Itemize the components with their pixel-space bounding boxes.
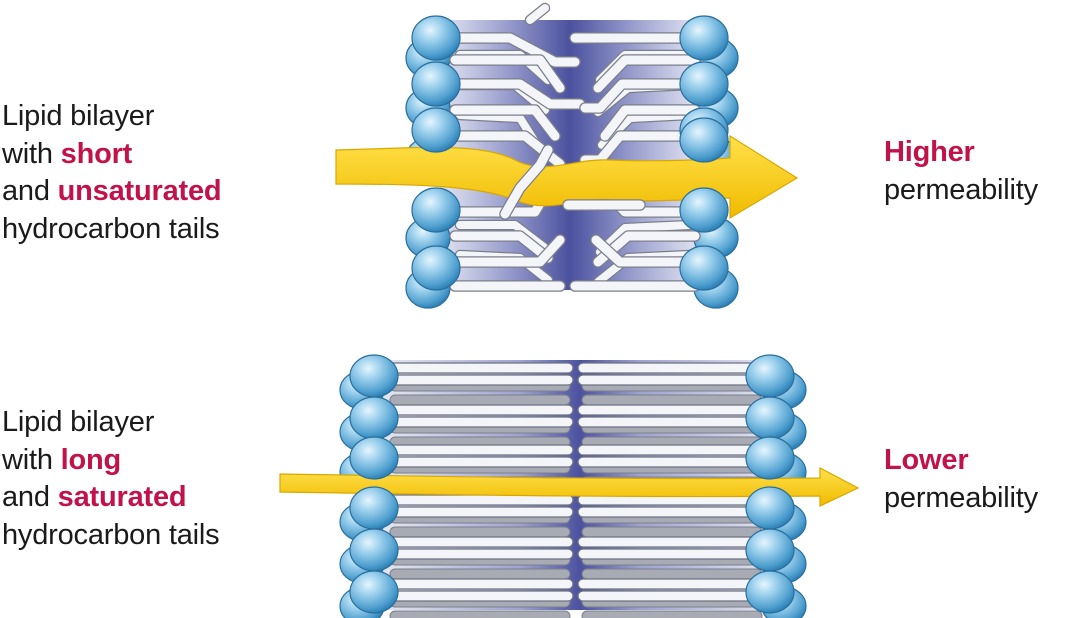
top-left-head-5 xyxy=(412,246,460,290)
top-bilayer xyxy=(336,8,797,308)
bottom-left-tail-6-2 xyxy=(385,591,573,601)
top-description-keyword: short xyxy=(61,138,133,170)
bottom-left-head-4 xyxy=(350,487,398,529)
bottom-right-tail-6-2 xyxy=(578,591,766,601)
bottom-permeability-level: Lower xyxy=(884,444,968,476)
bottom-left-head-3 xyxy=(350,437,398,479)
top-permeability-level: Higher xyxy=(884,136,975,168)
bottom-back-left-tail-5-2 xyxy=(390,569,570,579)
bottom-right-tail-4-2 xyxy=(578,507,766,517)
top-right-head-5 xyxy=(680,246,728,290)
bottom-left-head-1 xyxy=(350,355,398,397)
top-description-text: hydrocarbon tails xyxy=(2,213,219,245)
bottom-right-tail-2-2 xyxy=(578,417,766,427)
bottom-permeability-word: permeability xyxy=(884,480,1038,518)
top-permeability-word: permeability xyxy=(884,172,1038,210)
bottom-back-right-tail-4-2 xyxy=(582,527,762,537)
bottom-left-tail-3-1 xyxy=(385,445,573,455)
bottom-description-text: Lipid bilayer xyxy=(2,406,154,438)
top-right-head-extra xyxy=(680,118,728,162)
bottom-description-line-4: hydrocarbon tails xyxy=(2,517,219,555)
top-description-text: and xyxy=(2,175,58,207)
top-right-head-2 xyxy=(680,62,728,106)
bottom-right-tail-2-1 xyxy=(578,405,766,415)
bottom-back-left-tail-1-2 xyxy=(390,395,570,405)
bottom-left-tail-1-2 xyxy=(385,375,573,385)
bottom-back-left-tail-4-2 xyxy=(390,527,570,537)
bottom-right-tail-3-2 xyxy=(578,457,766,467)
bottom-left-tail-5-2 xyxy=(385,549,573,559)
bottom-right-head-2 xyxy=(746,397,794,439)
bottom-left-tail-2-1 xyxy=(385,405,573,415)
bottom-right-tail-6-1 xyxy=(578,579,766,589)
bottom-left-tail-5-1 xyxy=(385,537,573,547)
top-left-head-4 xyxy=(412,188,460,232)
bottom-back-left-tail-6-2 xyxy=(390,611,570,618)
top-description-line-2: with short xyxy=(2,136,221,174)
bottom-bilayer xyxy=(280,355,858,618)
bottom-back-right-tail-1-2 xyxy=(582,395,762,405)
bottom-description-keyword: saturated xyxy=(58,481,187,513)
top-stray-tail xyxy=(530,8,545,20)
bottom-left-tail-4-1 xyxy=(385,495,573,505)
top-left-head-1 xyxy=(412,16,460,60)
bottom-right-head-3 xyxy=(746,437,794,479)
bottom-left-head-6 xyxy=(350,571,398,613)
bottom-left-tail-3-2 xyxy=(385,457,573,467)
top-right-head-1 xyxy=(680,16,728,60)
bottom-left-head-2 xyxy=(350,397,398,439)
top-left-head-2 xyxy=(412,62,460,106)
bottom-right-tail-3-1 xyxy=(578,445,766,455)
top-description-text: with xyxy=(2,138,61,170)
bottom-description-line-2: with long xyxy=(2,442,219,480)
bottom-description-text: with xyxy=(2,444,61,476)
bottom-back-right-tail-5-2 xyxy=(582,569,762,579)
top-right-head-4 xyxy=(680,188,728,232)
bottom-description-text: hydrocarbon tails xyxy=(2,519,219,551)
bottom-description-line-1: Lipid bilayer xyxy=(2,404,219,442)
bottom-right-head-1 xyxy=(746,355,794,397)
bottom-right-tail-5-1 xyxy=(578,537,766,547)
top-left-head-3 xyxy=(412,108,460,152)
bottom-right-head-5 xyxy=(746,529,794,571)
bottom-left-tail-6-1 xyxy=(385,579,573,589)
bottom-right-tail-1-1 xyxy=(578,363,766,373)
bottom-left-head-5 xyxy=(350,529,398,571)
top-description-line-4: hydrocarbon tails xyxy=(2,211,221,249)
top-description-text: Lipid bilayer xyxy=(2,100,154,132)
top-description-keyword: unsaturated xyxy=(58,175,222,207)
top-permeability-label: Higher permeability xyxy=(884,134,1038,209)
bottom-right-head-6 xyxy=(746,571,794,613)
bottom-description-line-3: and saturated xyxy=(2,479,219,517)
bottom-permeability-label: Lower permeability xyxy=(884,442,1038,517)
bottom-back-right-tail-6-2 xyxy=(582,611,762,618)
bottom-right-tail-5-2 xyxy=(578,549,766,559)
bottom-left-tail-2-2 xyxy=(385,417,573,427)
bottom-right-head-4 xyxy=(746,487,794,529)
bottom-description-keyword: long xyxy=(61,444,121,476)
bottom-right-tail-1-2 xyxy=(578,375,766,385)
bottom-description-text: and xyxy=(2,481,58,513)
bottom-left-tail-1-1 xyxy=(385,363,573,373)
top-description-line-3: and unsaturated xyxy=(2,173,221,211)
bottom-left-tail-4-2 xyxy=(385,507,573,517)
top-description-line-1: Lipid bilayer xyxy=(2,98,221,136)
